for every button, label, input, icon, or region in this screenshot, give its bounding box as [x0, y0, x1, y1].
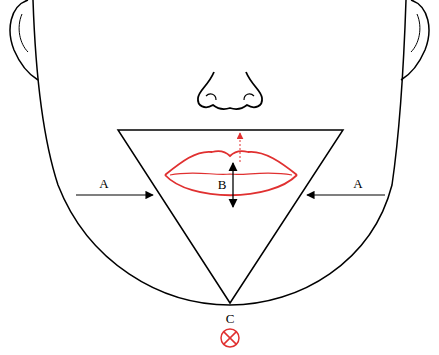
ear	[411, 14, 420, 52]
ear	[10, 0, 38, 80]
nose	[198, 72, 262, 109]
face-outline	[33, 0, 406, 305]
part-label: A	[98, 177, 109, 190]
upper-lip	[165, 151, 297, 175]
lower-lip	[165, 175, 297, 195]
into-page-symbol	[221, 329, 239, 347]
force-arrow	[307, 194, 385, 195]
part-label: A	[352, 177, 363, 190]
lip-line	[170, 173, 292, 175]
part-label: C	[225, 312, 236, 325]
nostril	[244, 94, 254, 100]
nostril	[206, 94, 216, 100]
force-arrow	[76, 194, 153, 195]
ear	[401, 0, 429, 80]
part-label: B	[217, 178, 228, 191]
lip-arrow	[240, 133, 241, 162]
into-page-symbol	[224, 332, 237, 345]
ear	[19, 14, 28, 52]
opening-arrow	[232, 163, 233, 207]
triangle	[118, 130, 343, 303]
